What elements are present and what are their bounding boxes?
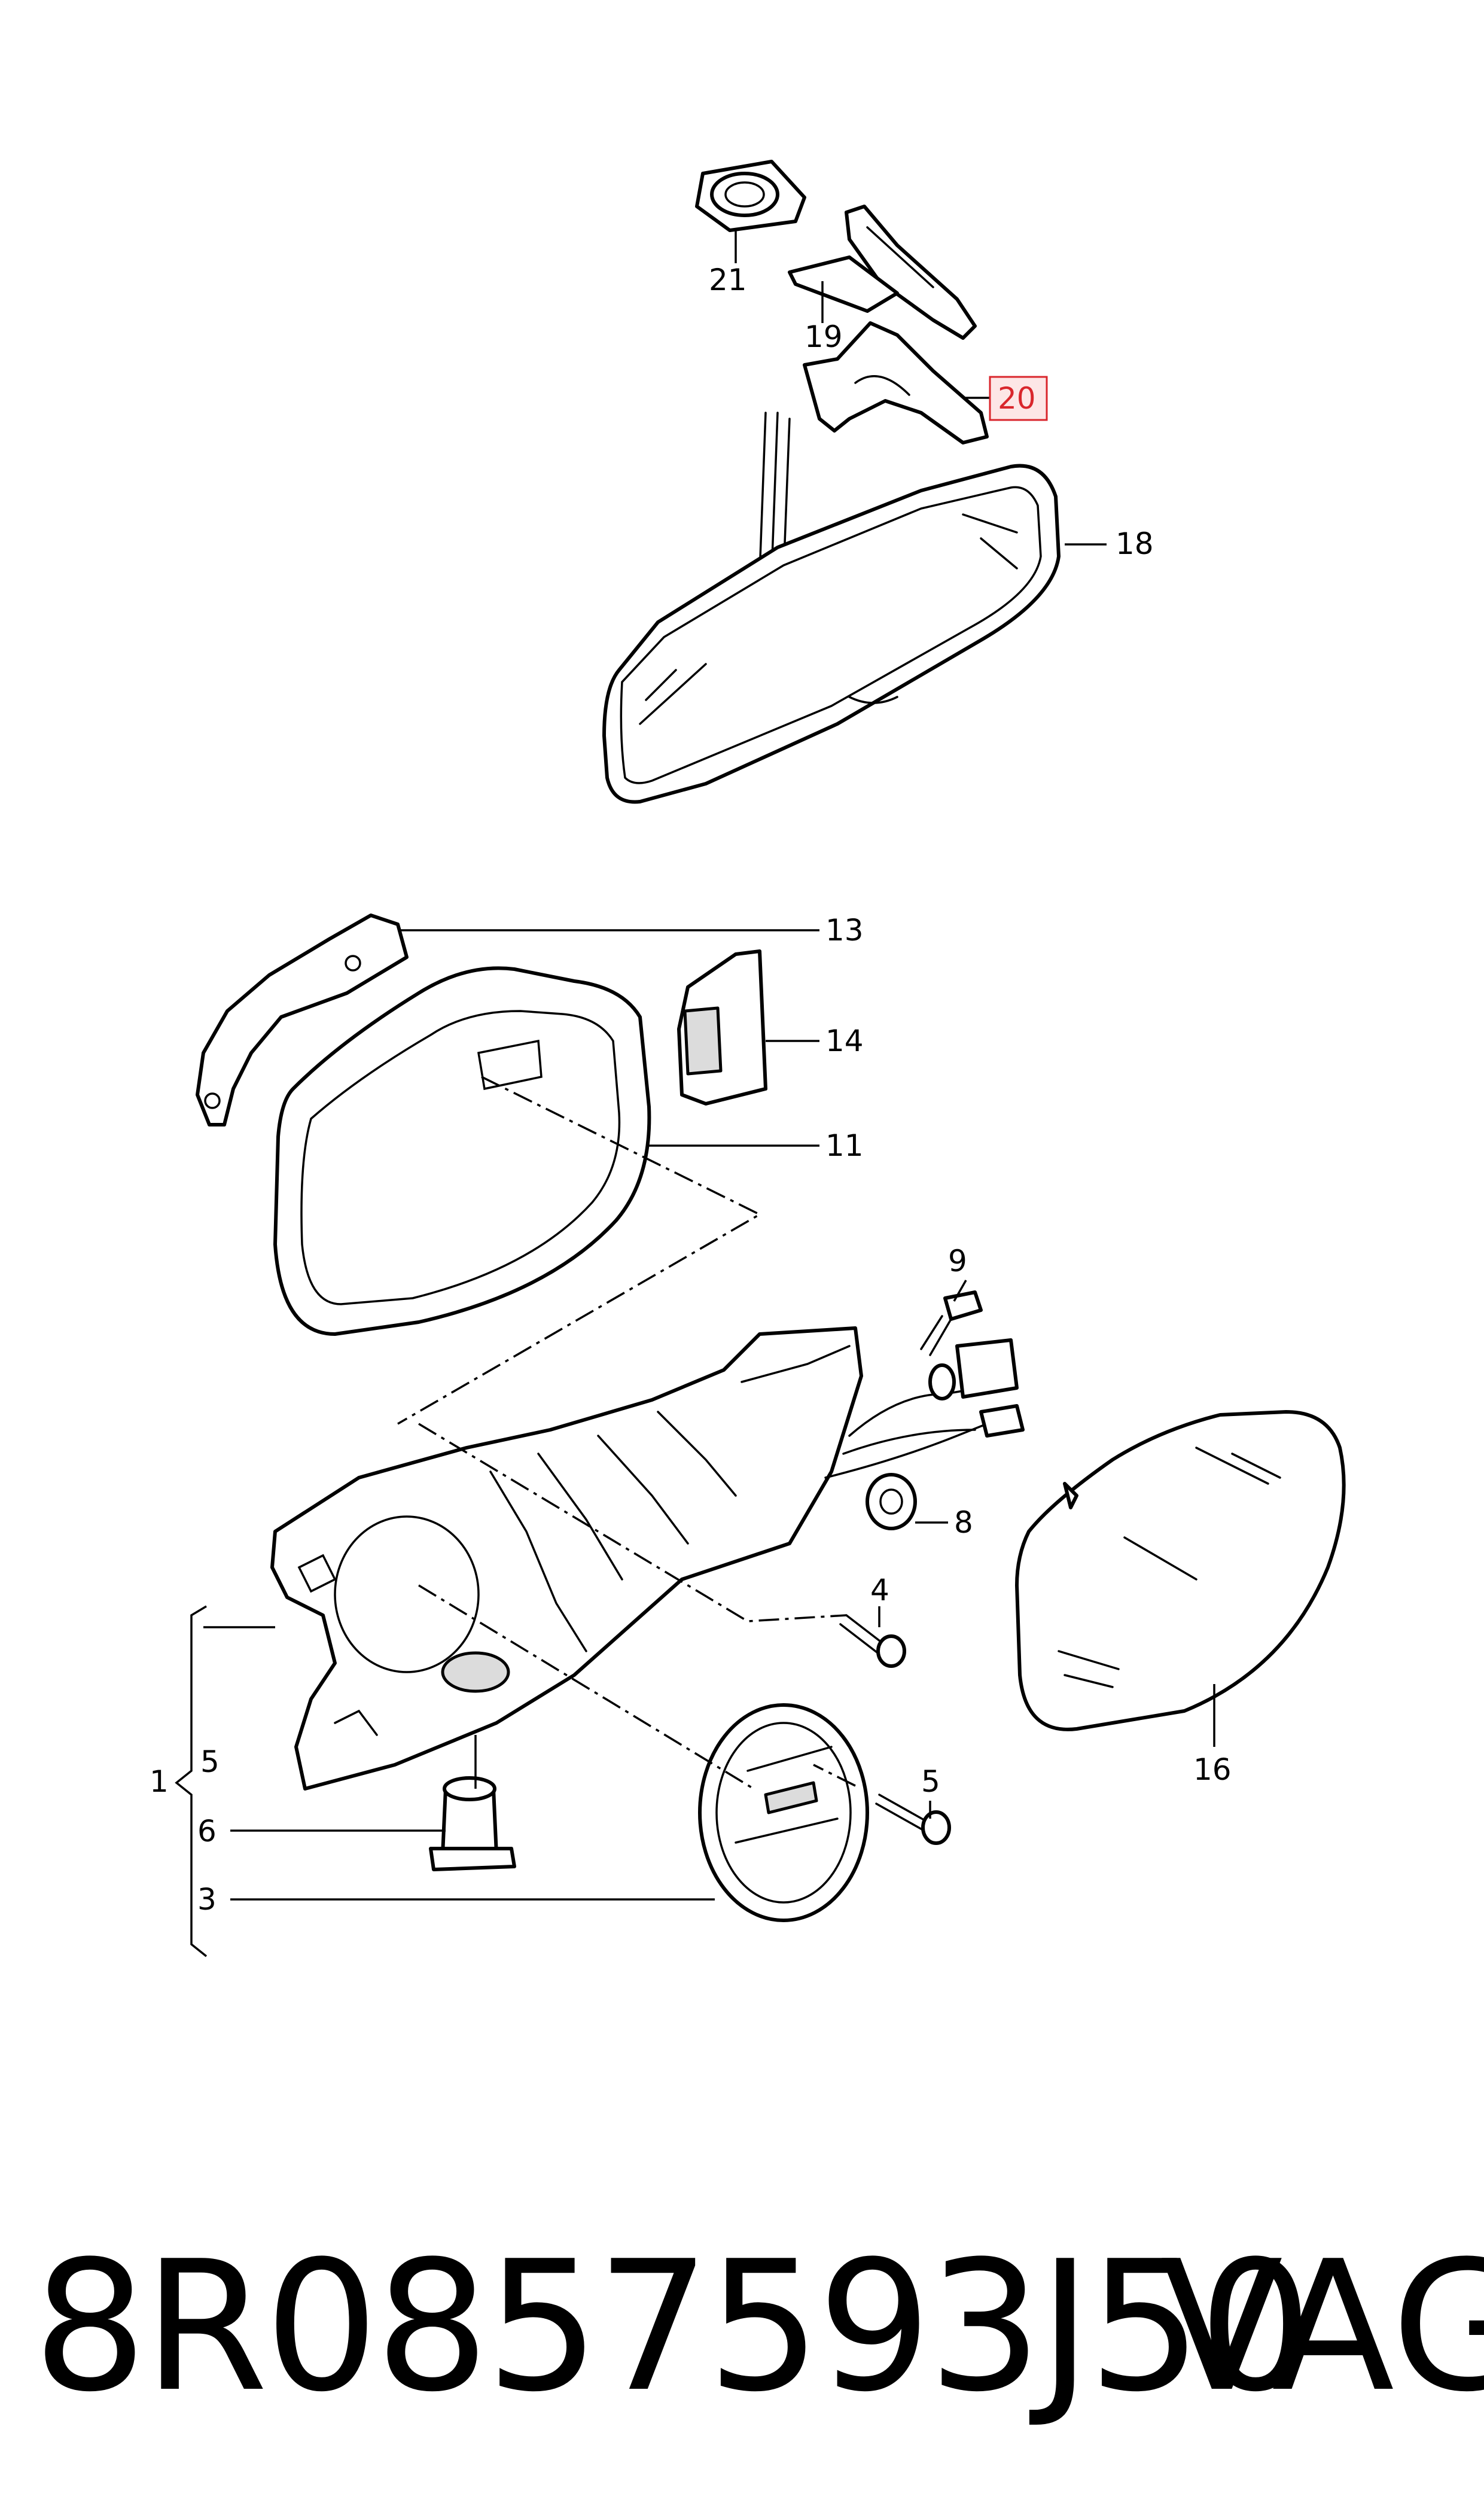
part-18-interior-mirror <box>602 412 1061 804</box>
callout-8: 8 <box>954 1505 973 1540</box>
callout-4: 4 <box>870 1573 889 1607</box>
part-20-mount <box>803 321 989 444</box>
callout-20-highlight-box <box>989 376 1048 421</box>
part-21-sensor <box>695 160 806 232</box>
callout-5-upper: 5 <box>200 1744 220 1779</box>
callout-3: 3 <box>197 1882 217 1917</box>
callout-labels: 21 19 20 18 13 14 11 9 8 4 16 1 5 6 3 5 <box>150 263 1232 1917</box>
callout-18: 18 <box>1116 526 1154 561</box>
part-14-module <box>677 949 767 1106</box>
callout-19: 19 <box>805 319 843 354</box>
callout-5-lower: 5 <box>921 1764 940 1799</box>
assembly-lines <box>397 1076 856 1790</box>
mirror-cables <box>824 1338 1025 1479</box>
part-11-mirror-cap <box>273 966 651 1336</box>
callout-16: 16 <box>1193 1752 1232 1787</box>
part-3-motor-plate <box>698 1703 869 1922</box>
part-4-screw <box>839 1614 906 1668</box>
part-8-grommet <box>866 1473 917 1530</box>
callout-20: 20 <box>998 381 1036 416</box>
part-1-mirror-housing <box>270 1326 863 1791</box>
callout-13: 13 <box>825 913 864 948</box>
part-number: 8R0857593J50 <box>33 2222 1313 2431</box>
part-6-bushing <box>429 1776 516 1871</box>
part-13-bracket <box>196 914 409 1126</box>
callout-21: 21 <box>709 263 747 297</box>
callout-14: 14 <box>825 1024 864 1058</box>
part-5-screw-lower <box>875 1794 951 1845</box>
part-9-screw <box>920 1290 983 1356</box>
callout-11: 11 <box>825 1128 864 1163</box>
callout-9: 9 <box>948 1244 967 1278</box>
brand-name: VAG <box>1160 2222 1484 2431</box>
callout-6: 6 <box>197 1814 217 1849</box>
callout-1: 1 <box>150 1764 169 1799</box>
caption: 8R0857593J50 VAG <box>0 2213 1484 2441</box>
part-16-mirror-glass <box>1015 1410 1346 1731</box>
part-19-cover <box>788 205 977 340</box>
leader-lines <box>175 230 1215 1957</box>
